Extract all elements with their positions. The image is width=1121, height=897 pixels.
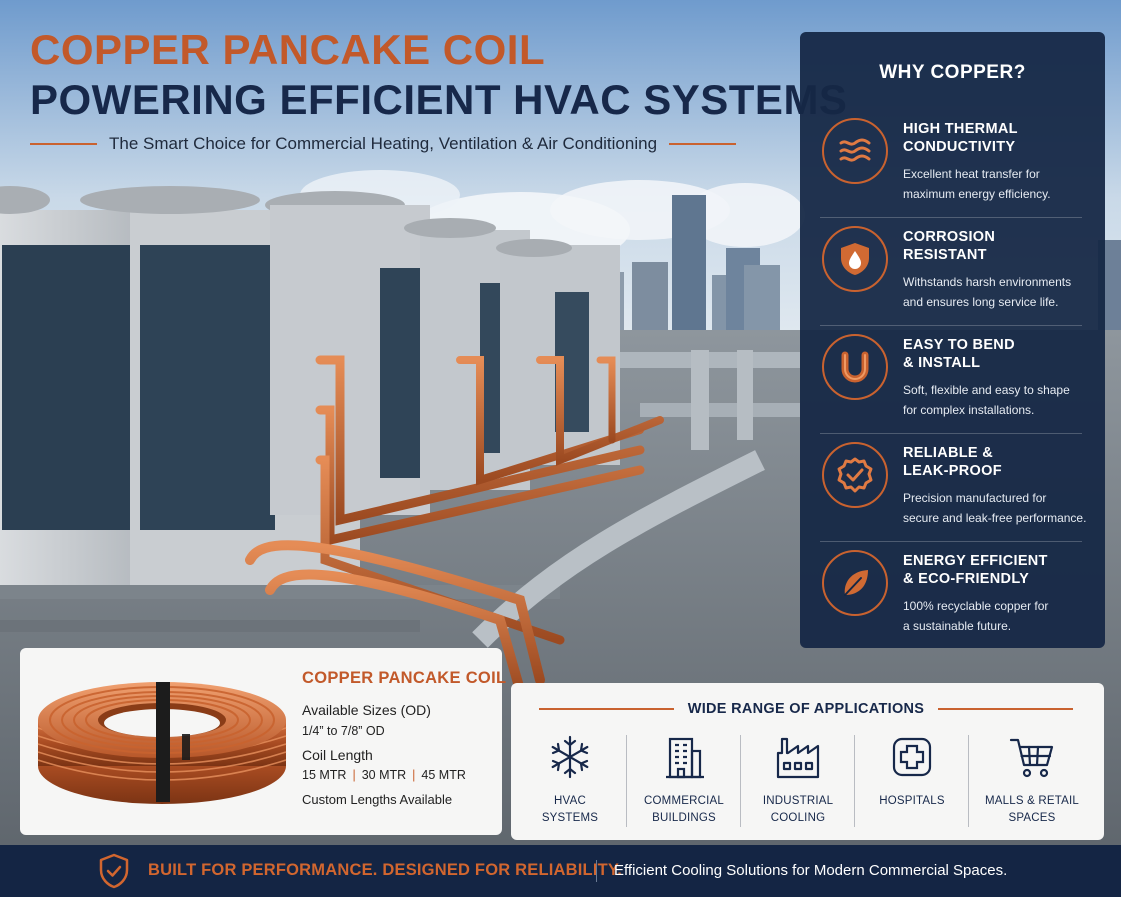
length-option: 45 MTR bbox=[421, 768, 466, 782]
banner-tagline: BUILT FOR PERFORMANCE. DESIGNED FOR RELI… bbox=[148, 861, 623, 879]
product-card: COPPER PANCAKE COIL Available Sizes (OD)… bbox=[20, 648, 506, 835]
why-item-energy-efficient: ENERGY EFFICIENT& ECO-FRIENDLY 100% recy… bbox=[818, 542, 1090, 650]
why-item-easy-to-bend: EASY TO BEND& INSTALL Soft, flexible and… bbox=[818, 326, 1090, 434]
headline-line-1: COPPER PANCAKE COIL bbox=[30, 26, 546, 73]
hospital-cross-icon bbox=[892, 737, 932, 777]
subtitle-rule-right bbox=[669, 143, 737, 145]
shield-drop-icon bbox=[822, 226, 888, 292]
why-item-heading: EASY TO BEND& INSTALL bbox=[903, 337, 1015, 371]
bent-pipe-icon bbox=[822, 334, 888, 400]
subtitle: The Smart Choice for Commercial Heating,… bbox=[108, 134, 658, 153]
factory-icon bbox=[776, 737, 820, 779]
length-option: 30 MTR bbox=[361, 768, 407, 782]
shield-check-icon bbox=[99, 853, 129, 889]
why-item-heading: RELIABLE &LEAK-PROOF bbox=[903, 445, 1002, 479]
bottom-banner: BUILT FOR PERFORMANCE. DESIGNED FOR RELI… bbox=[0, 845, 1121, 897]
length-values: 15 MTR | 30 MTR | 45 MTR bbox=[302, 768, 466, 782]
length-separator: | bbox=[352, 768, 356, 782]
applications-title-row: WIDE RANGE OF APPLICATIONS bbox=[539, 699, 1073, 719]
copper-coil-image bbox=[37, 682, 287, 804]
sizes-label: Available Sizes (OD) bbox=[302, 702, 431, 718]
applications-rule-left bbox=[539, 708, 674, 710]
subtitle-rule-left bbox=[30, 143, 97, 145]
applications-rule-right bbox=[938, 708, 1073, 710]
heat-waves-icon bbox=[822, 118, 888, 184]
length-option: 15 MTR bbox=[302, 768, 347, 782]
check-badge-icon bbox=[822, 442, 888, 508]
office-building-icon bbox=[666, 737, 704, 779]
product-name: COPPER PANCAKE COIL bbox=[302, 669, 507, 687]
banner-divider bbox=[596, 860, 597, 882]
sizes-value: 1/4” to 7/8” OD bbox=[302, 724, 385, 738]
application-label: HOSPITALS bbox=[879, 795, 945, 807]
leaf-icon bbox=[822, 550, 888, 616]
banner-subline: Efficient Cooling Solutions for Modern C… bbox=[614, 862, 1008, 879]
why-copper-title: WHY COPPER? bbox=[879, 62, 1026, 83]
why-item-heading: ENERGY EFFICIENT& ECO-FRIENDLY bbox=[903, 553, 1048, 587]
application-hospitals: HOSPITALS bbox=[855, 735, 969, 827]
why-item-leak-proof: RELIABLE &LEAK-PROOF Precision manufactu… bbox=[818, 434, 1090, 542]
subtitle-row: The Smart Choice for Commercial Heating,… bbox=[30, 131, 737, 157]
shopping-cart-icon bbox=[1009, 738, 1054, 778]
applications-title: WIDE RANGE OF APPLICATIONS bbox=[687, 701, 925, 717]
custom-lengths-note: Custom Lengths Available bbox=[302, 792, 453, 807]
length-separator: | bbox=[412, 768, 416, 782]
headline-line-2: POWERING EFFICIENT HVAC SYSTEMS bbox=[30, 76, 848, 123]
length-label: Coil Length bbox=[302, 747, 373, 763]
snowflake-icon bbox=[551, 735, 589, 779]
